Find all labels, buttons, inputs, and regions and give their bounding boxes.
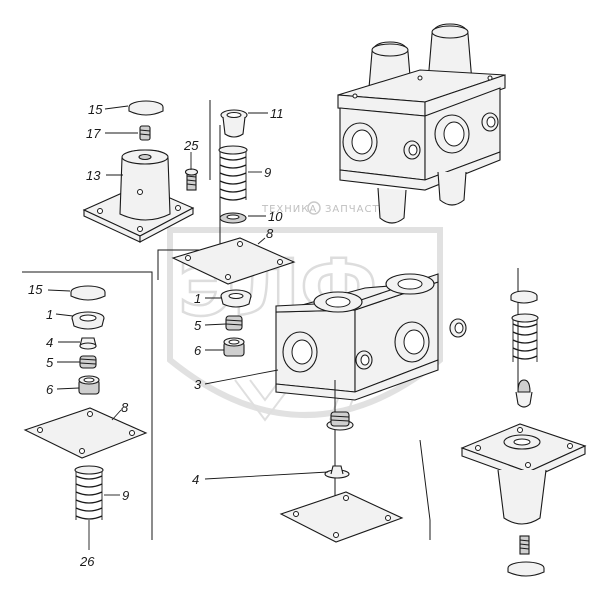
part-15-cap-upper: [128, 100, 164, 116]
part-9-spring-lower: [74, 465, 104, 520]
part-6-bushing-middle: [223, 337, 245, 357]
callout-10: 10: [268, 209, 283, 224]
part-8-diaphragm-upper: [171, 237, 296, 285]
callout-13: 13: [86, 168, 101, 183]
callout-labels: 15 17 13 25 11 9 10 8 15 1 4 5 6 8 9 26 …: [28, 102, 284, 569]
callout-6-middle: 6: [194, 343, 202, 358]
part-15-cap-right: [510, 290, 538, 304]
callout-11: 11: [270, 106, 284, 121]
center-column: [157, 100, 296, 357]
left-part-group: [22, 271, 153, 540]
callout-4-lower: 4: [46, 335, 53, 350]
part-10-washer: [219, 212, 247, 224]
part-screw-right: [519, 535, 530, 555]
callout-8-lower: 8: [121, 400, 129, 415]
assembled-valve: [337, 23, 506, 224]
part-5-spring-lower-center: [326, 411, 354, 431]
part-17-spring: [139, 125, 151, 141]
part-4-cap-lower: [79, 337, 97, 350]
callout-15-upper: 15: [88, 102, 103, 117]
part-11-sleeve: [220, 109, 248, 138]
right-stack: [460, 268, 587, 577]
upper-left-stack: [82, 100, 199, 243]
callout-9-lower: 9: [122, 488, 129, 503]
callout-15-lower: 15: [28, 282, 43, 297]
part-valve-stem-right: [515, 379, 533, 408]
lower-center-stack: [279, 380, 431, 543]
part-1-ring-middle: [220, 289, 252, 308]
part-13-housing: [82, 149, 195, 243]
part-4-cap-lower-center: [324, 465, 350, 479]
callout-1-middle: 1: [194, 291, 201, 306]
part-6-bushing-lower: [78, 375, 100, 395]
leader-lines: [47, 105, 329, 550]
part-5-spring-lower: [79, 355, 97, 369]
part-9-spring-upper: [218, 145, 248, 201]
left-group-frame: [22, 271, 153, 540]
part-housing-right: [460, 423, 587, 525]
callout-26: 26: [79, 554, 95, 569]
watermark-caption-right: ЗАПЧАСТИ: [325, 204, 388, 215]
callout-9-upper: 9: [264, 165, 271, 180]
part-3-valve-body: [275, 273, 467, 401]
part-15-cap-lower: [70, 285, 106, 301]
watermark-gear-icon: [307, 201, 321, 215]
lower-frame: [334, 380, 431, 540]
callout-5-lower: 5: [46, 355, 54, 370]
part-9-spring-right: [511, 313, 539, 362]
callout-8-upper: 8: [266, 226, 274, 241]
callout-3: 3: [194, 377, 202, 392]
callout-1-lower: 1: [46, 307, 53, 322]
part-8-diaphragm-bottom: [279, 491, 404, 543]
callout-5-middle: 5: [194, 318, 202, 333]
part-8-diaphragm-lower: [23, 407, 148, 459]
callout-6-lower: 6: [46, 382, 54, 397]
part-1-ring-lower: [71, 311, 105, 330]
part-cap-bottom-right: [507, 561, 545, 577]
watermark-caption-left: ТЕХНИКА: [261, 204, 317, 215]
callout-25: 25: [183, 138, 199, 153]
part-5-spring-middle: [225, 315, 243, 331]
callout-17: 17: [86, 126, 101, 141]
part-25-screw: [184, 168, 199, 191]
callout-4-center: 4: [192, 472, 199, 487]
